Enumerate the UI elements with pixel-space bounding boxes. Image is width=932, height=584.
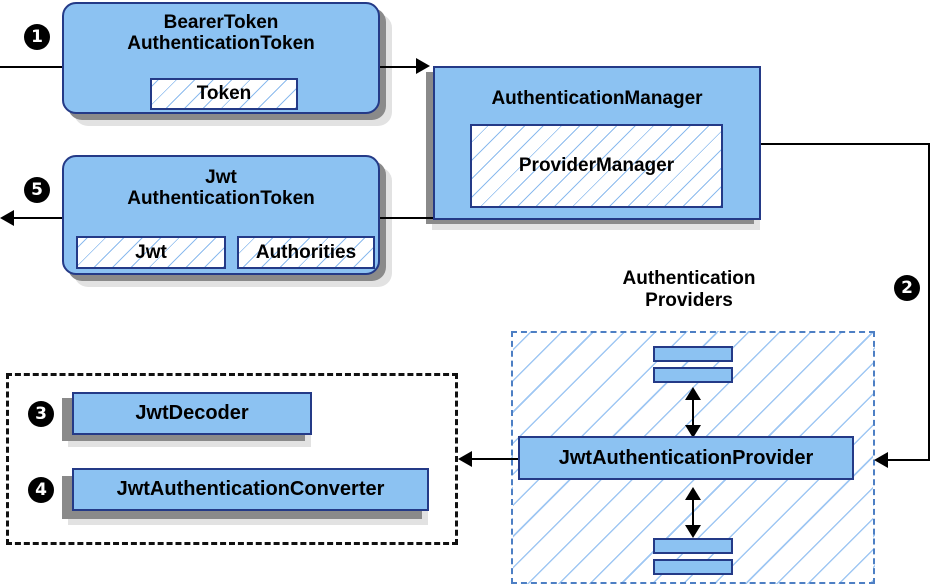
provider-stub-bottom-1: [653, 538, 733, 554]
provider-manager-label: ProviderManager: [518, 155, 675, 176]
step-marker-1-label: 1: [31, 26, 43, 47]
step-marker-2: 2: [894, 275, 920, 301]
provider-stub-top-2: [653, 367, 733, 383]
jwt-token-inner-authorities-label: Authorities: [255, 241, 357, 263]
step-marker-5-label: 5: [31, 179, 43, 200]
step-marker-3-label: 3: [35, 403, 47, 424]
bearer-token-inner-token-box[interactable]: Token: [150, 78, 298, 110]
connector-step2-top: [761, 143, 930, 145]
provider-stub-top-1: [653, 346, 733, 362]
bearer-token-line-1: BearerToken: [163, 12, 279, 33]
node-jwt-authentication-converter[interactable]: JwtAuthenticationConverter: [72, 468, 429, 511]
jwt-support-components-container: [6, 373, 458, 545]
authentication-providers-label: Authentication Providers: [571, 268, 807, 312]
jwt-converter-label: JwtAuthenticationConverter: [116, 478, 385, 501]
connector-step2-bottom: [888, 459, 930, 461]
step-marker-2-label: 2: [901, 277, 913, 298]
connector-provider-bottom-arrow-up: [685, 487, 701, 500]
jwt-token-inner-jwt-label: Jwt: [135, 241, 167, 263]
authentication-providers-label-line-2: Providers: [645, 289, 733, 311]
connector-provider-bottom-arrow-down: [685, 525, 701, 538]
node-jwt-decoder[interactable]: JwtDecoder: [72, 392, 312, 435]
jwt-token-inner-jwt-box[interactable]: Jwt: [76, 236, 226, 269]
auth-manager-title: AuthenticationManager: [491, 88, 703, 109]
step-marker-1: 1: [24, 24, 50, 50]
step-marker-3: 3: [28, 401, 54, 427]
connector-step2-arrowhead: [874, 452, 888, 468]
provider-stub-bottom-2: [653, 559, 733, 575]
node-jwt-authentication-provider[interactable]: JwtAuthenticationProvider: [518, 436, 854, 480]
connector-provider-to-support: [472, 458, 522, 460]
bearer-token-line-2: AuthenticationToken: [127, 33, 315, 55]
jwt-token-line-2: AuthenticationToken: [127, 188, 315, 210]
connector-provider-top-line: [692, 392, 694, 432]
authentication-providers-label-line-1: Authentication: [622, 268, 756, 289]
connector-provider-bottom-line: [692, 492, 694, 532]
connector-provider-top-arrow-down: [685, 425, 701, 438]
connector-inbound-request: [0, 66, 64, 68]
connector-token-to-manager: [380, 66, 418, 68]
bearer-token-inner-label: Token: [196, 83, 252, 104]
step-marker-4-label: 4: [35, 479, 47, 500]
connector-step2-right: [928, 143, 930, 461]
step-marker-4: 4: [28, 477, 54, 503]
connector-outbound-response-arrowhead: [0, 210, 14, 226]
step-marker-5: 5: [24, 177, 50, 203]
jwt-token-inner-authorities-box[interactable]: Authorities: [237, 236, 375, 269]
connector-token-to-manager-arrowhead: [416, 58, 430, 74]
jwt-decoder-label: JwtDecoder: [135, 402, 249, 425]
connector-provider-top-arrow-up: [685, 387, 701, 400]
auth-manager-inner-provider-manager-box[interactable]: ProviderManager: [470, 124, 723, 208]
connector-provider-to-support-arrowhead: [458, 451, 472, 467]
jwt-token-line-1: Jwt: [205, 167, 237, 188]
jwt-provider-label: JwtAuthenticationProvider: [558, 446, 814, 469]
